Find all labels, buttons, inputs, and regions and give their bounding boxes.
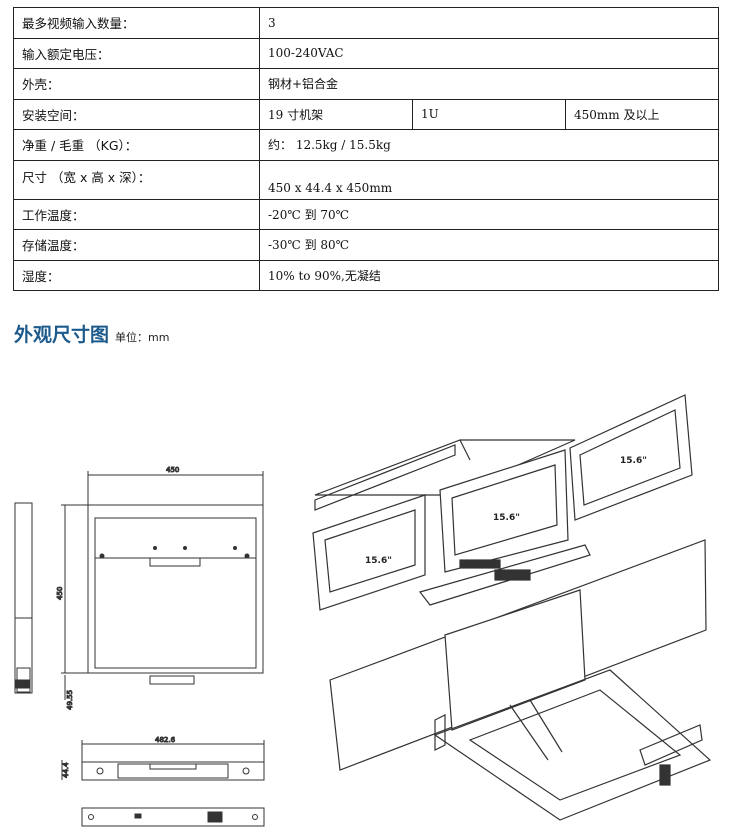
- spec-value: 100-240VAC: [259, 37, 719, 69]
- screen-size-right: 15.6": [620, 456, 647, 466]
- spec-table: 最多视频输入数量： 3 输入额定电压： 100-240VAC 外壳： 钢材+铝合…: [13, 7, 719, 291]
- spec-label: 湿度：: [13, 259, 260, 291]
- section-title: 外观尺寸图: [14, 324, 110, 346]
- spec-value: 450mm 及以上: [565, 98, 719, 130]
- spec-row: 净重 / 毛重 （KG）： 约： 12.5kg / 15.5kg: [13, 129, 719, 161]
- spec-value: 钢材+铝合金: [259, 68, 719, 100]
- spec-value: 3: [259, 7, 719, 39]
- dim-rack-width-label: 482.6: [155, 736, 176, 744]
- spec-value: -30℃ 到 80℃: [259, 229, 719, 261]
- section-unit: 单位：mm: [115, 331, 170, 344]
- spec-label: 工作温度：: [13, 198, 260, 230]
- spec-label: 安装空间：: [13, 98, 260, 130]
- spec-row: 工作温度： -20℃ 到 70℃: [13, 198, 719, 230]
- spec-value: 约： 12.5kg / 15.5kg: [259, 129, 719, 161]
- dim-front-height-label: 44.4: [62, 762, 70, 778]
- spec-label: 尺寸 （宽 x 高 x 深）：: [13, 159, 260, 200]
- isometric-drawer: [329, 539, 712, 821]
- spec-row: 存储温度： -30℃ 到 80℃: [13, 229, 719, 261]
- spec-row: 安装空间： 19 寸机架 1U 450mm 及以上: [13, 98, 719, 130]
- spec-value: 10% to 90%,无凝结: [259, 259, 719, 291]
- spec-value: 1U: [412, 98, 566, 130]
- spec-value: 450 x 44.4 x 450mm: [259, 159, 719, 200]
- dimension-drawing: 450 450 49.55 482.6 44.4: [14, 394, 712, 827]
- spec-row: 最多视频输入数量： 3: [13, 7, 719, 39]
- spec-label: 外壳：: [13, 68, 260, 100]
- top-view: 450 450 49.55: [56, 466, 264, 711]
- screen-size-left: 15.6": [365, 556, 392, 566]
- spec-value: 19 寸机架: [259, 98, 413, 130]
- side-view: [14, 502, 33, 694]
- dim-width-label: 450: [166, 466, 179, 474]
- spec-label: 净重 / 毛重 （KG）：: [13, 129, 260, 161]
- spec-label: 输入额定电压：: [13, 37, 260, 69]
- screen-size-center: 15.6": [493, 513, 520, 523]
- front-view: 482.6 44.4: [61, 736, 265, 827]
- dim-side-label: 49.55: [66, 690, 74, 710]
- spec-value: -20℃ 到 70℃: [259, 198, 719, 230]
- dim-depth-label: 450: [56, 587, 64, 600]
- spec-row: 输入额定电压： 100-240VAC: [13, 37, 719, 69]
- section-heading: 外观尺寸图单位：mm: [14, 320, 169, 347]
- spec-row: 外壳： 钢材+铝合金: [13, 68, 719, 100]
- spec-row: 尺寸 （宽 x 高 x 深）： 450 x 44.4 x 450mm: [13, 159, 719, 200]
- spec-label: 最多视频输入数量：: [13, 7, 260, 39]
- spec-row: 湿度： 10% to 90%,无凝结: [13, 259, 719, 291]
- isometric-screens: 15.6" 15.6" 15.6": [312, 394, 693, 611]
- spec-label: 存储温度：: [13, 229, 260, 261]
